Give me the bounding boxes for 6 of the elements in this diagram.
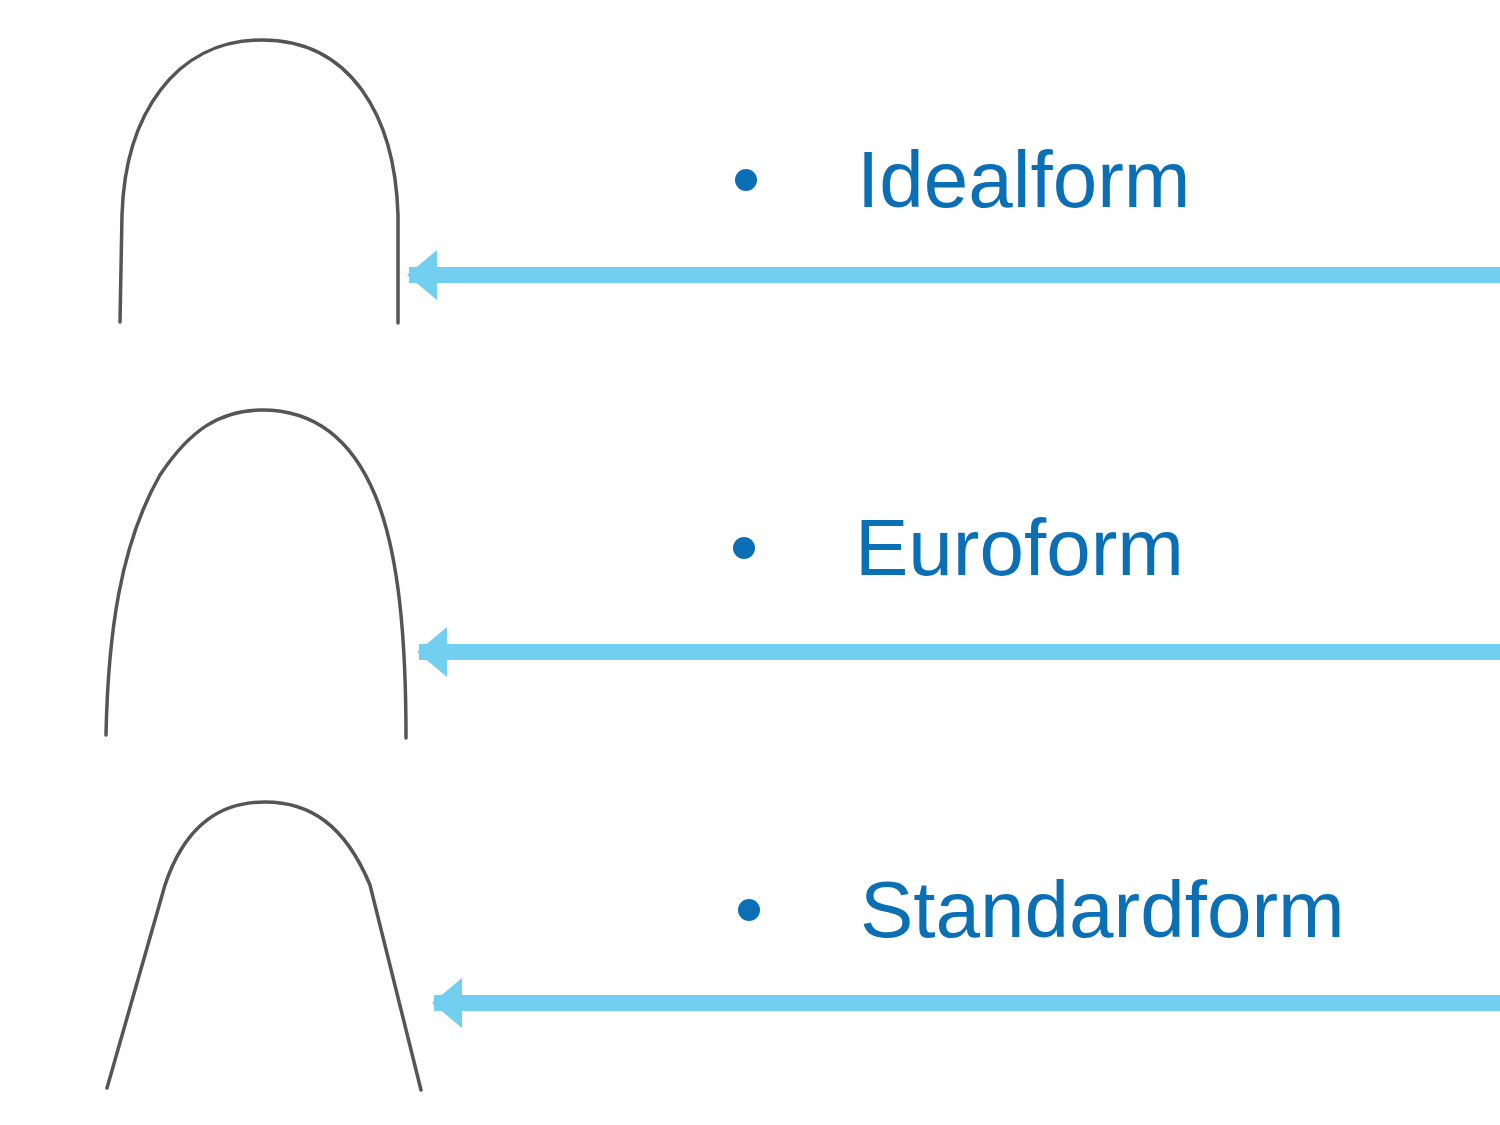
edge-label: Standardform [860, 870, 1345, 950]
edge-label: Euroform [855, 508, 1184, 588]
edge-label: Idealform [857, 140, 1191, 220]
arrow [417, 627, 1500, 677]
arrow [407, 250, 1500, 300]
arrow [432, 978, 1500, 1028]
